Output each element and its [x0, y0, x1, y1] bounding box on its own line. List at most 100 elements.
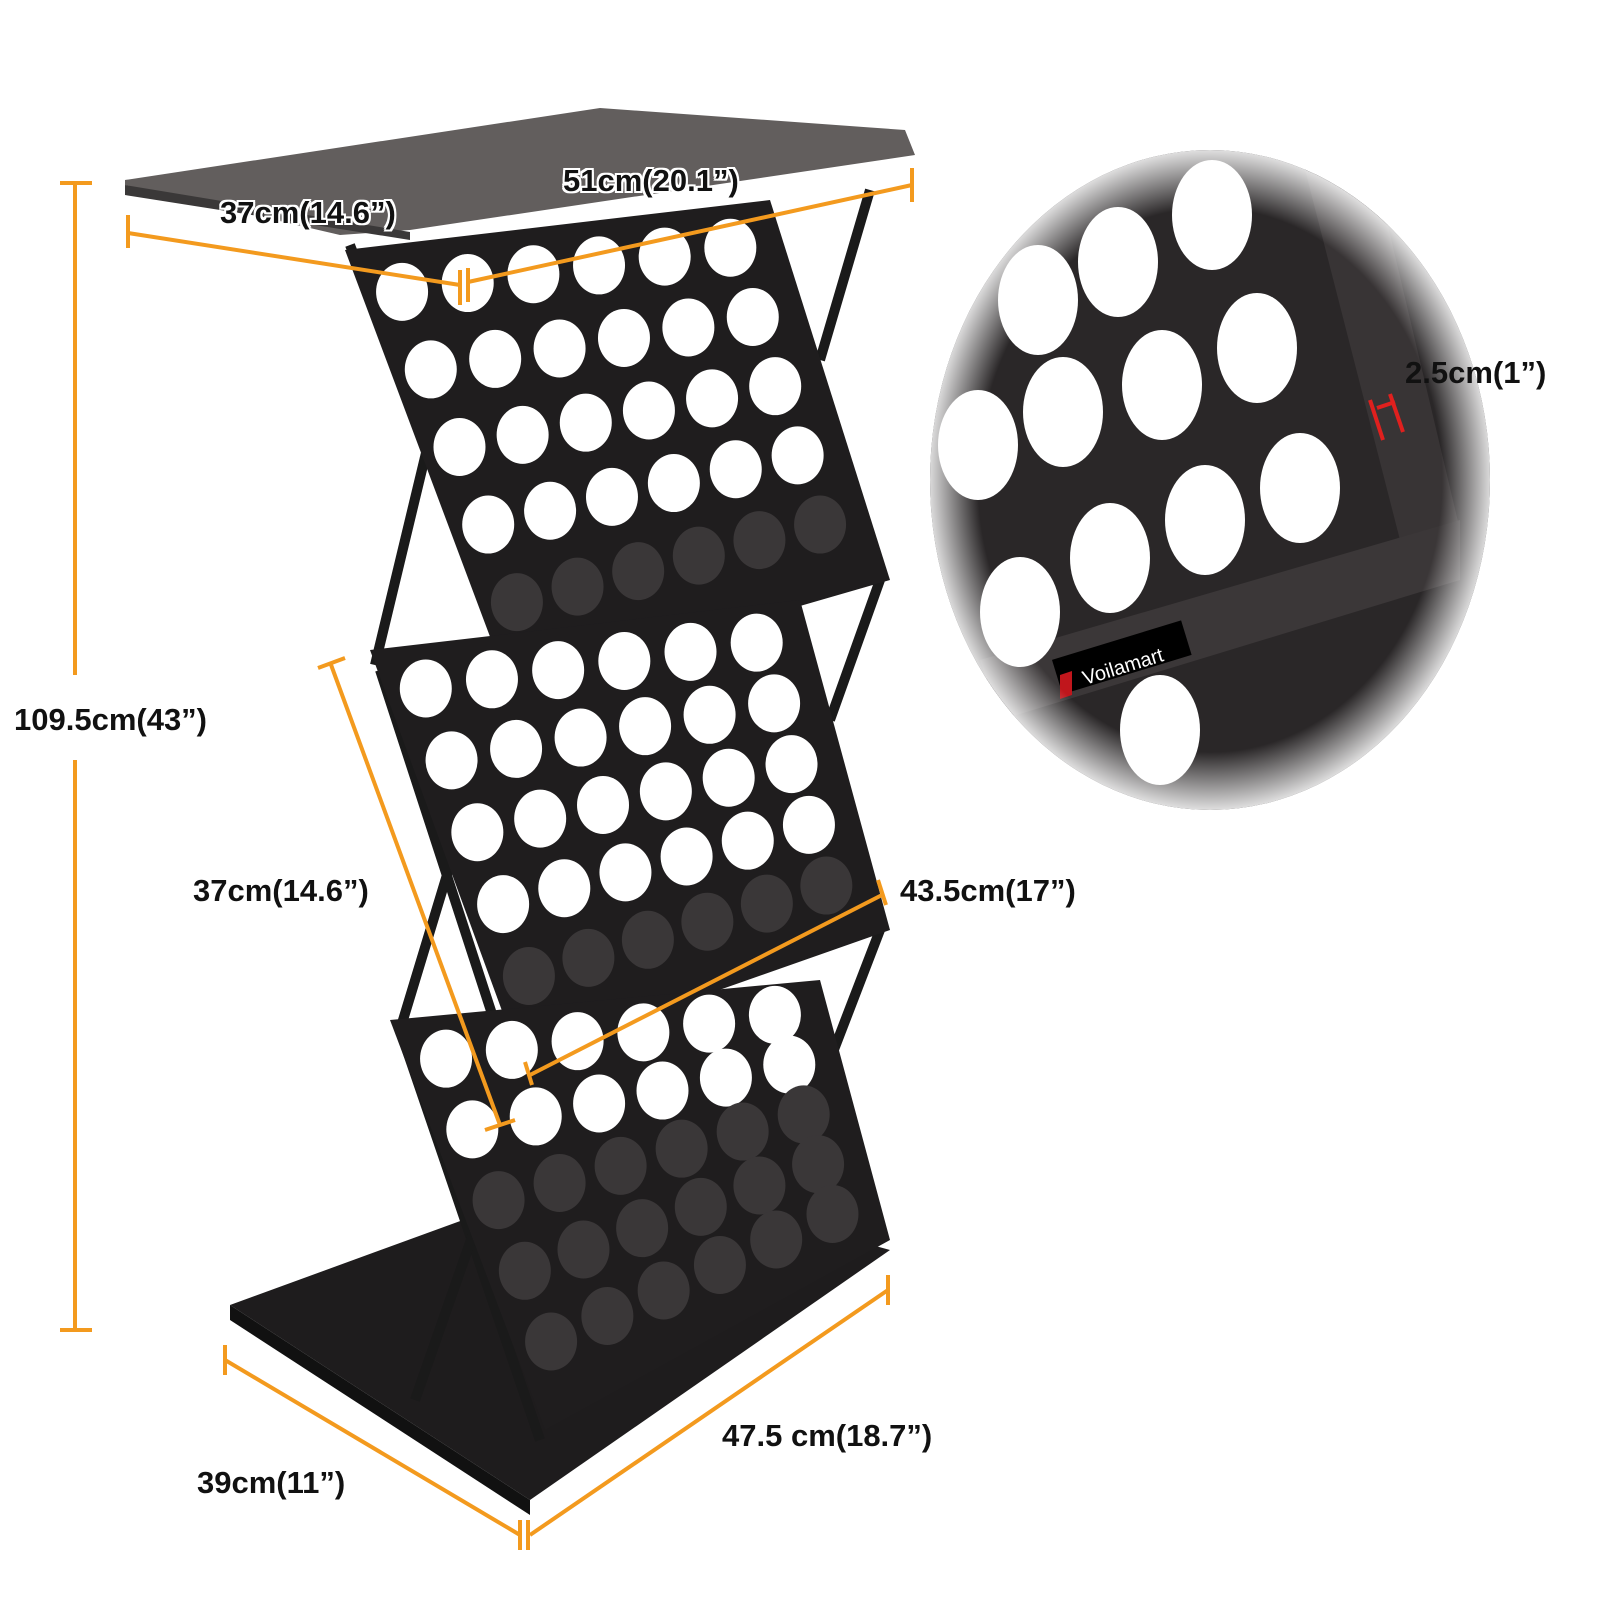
panel-hole: [509, 1087, 562, 1146]
panel-hole: [490, 719, 543, 778]
panel-hole: [704, 218, 757, 277]
panel-hole: [525, 1312, 578, 1371]
panel-hole: [721, 811, 774, 870]
panel-hole: [655, 1119, 708, 1178]
panel-hole: [693, 1235, 746, 1294]
detail-zoom-view: Voilamart: [930, 150, 1490, 810]
panel-hole: [782, 795, 835, 854]
panel-hole: [681, 892, 734, 951]
panel-hole: [598, 631, 651, 690]
panel-hole: [636, 1061, 689, 1120]
table-top: [125, 108, 915, 235]
panel-hole: [420, 1029, 473, 1088]
panel-hole: [639, 762, 692, 821]
frame-thickness-label: 2.5cm(1”): [1405, 355, 1547, 390]
panel-hole: [686, 369, 739, 428]
panel-hole: [573, 236, 626, 295]
panel-hole: [490, 573, 543, 632]
panel-hole: [585, 467, 638, 526]
panel-hole: [532, 641, 585, 700]
panel-hole: [451, 803, 504, 862]
panel-hole: [792, 1135, 845, 1194]
panel-hole: [465, 650, 518, 709]
panel-hole: [664, 622, 717, 681]
panel-hole: [433, 417, 486, 476]
base-width-label: 47.5 cm(18.7”): [722, 1418, 933, 1453]
panel-hole: [577, 775, 630, 834]
panel-hole: [683, 685, 736, 744]
shelf-depth-label: 37cm(14.6”): [193, 873, 369, 908]
panel-hole: [524, 481, 577, 540]
panel-hole: [750, 1210, 803, 1269]
panel-hole: [599, 843, 652, 902]
panel-hole: [404, 340, 457, 399]
panel-hole: [763, 1035, 816, 1094]
panel-hole: [662, 298, 715, 357]
panel-hole: [699, 1048, 752, 1107]
panel-hole: [806, 1184, 859, 1243]
panel-hole: [765, 735, 818, 794]
panel-hole: [399, 659, 452, 718]
panel-hole: [498, 1241, 551, 1300]
panel-hole: [748, 674, 801, 733]
panel-hole: [562, 928, 615, 987]
panel-hole: [771, 426, 824, 485]
panel-hole: [597, 308, 650, 367]
panel-hole: [702, 748, 755, 807]
panel-hole: [794, 495, 847, 554]
panel-hole: [616, 1199, 669, 1258]
panel-hole: [777, 1085, 830, 1144]
panel-hole: [557, 1220, 610, 1279]
literature-panels: [345, 200, 890, 1430]
panel-hole: [733, 511, 786, 570]
panel-hole: [581, 1286, 634, 1345]
panel-hole: [514, 789, 567, 848]
total-height-label: 109.5cm(43”): [14, 702, 208, 737]
base-depth-label: 39cm(11”): [197, 1465, 346, 1500]
panel-hole: [674, 1177, 727, 1236]
panel-hole: [740, 874, 793, 933]
shelf-width-label: 43.5cm(17”): [900, 873, 1076, 908]
panel-hole: [507, 245, 560, 304]
panel-hole: [660, 827, 713, 886]
top-depth-label: 37cm(14.6”): [220, 195, 396, 230]
thickness-marker: [1368, 393, 1405, 441]
panel-hole: [533, 1153, 586, 1212]
panel-hole: [554, 708, 607, 767]
panel-hole: [538, 859, 591, 918]
panel-hole: [485, 1020, 538, 1079]
panel-hole: [617, 1003, 670, 1062]
panel-hole: [619, 697, 672, 756]
panel-hole: [469, 329, 522, 388]
panel-hole: [594, 1136, 647, 1195]
panel-hole: [749, 357, 802, 416]
panel-hole: [446, 1100, 499, 1159]
panel-hole: [622, 381, 675, 440]
panel-hole: [612, 542, 665, 601]
panel-hole: [559, 393, 612, 452]
panel-hole: [477, 875, 530, 934]
panel-hole: [621, 910, 674, 969]
panel-hole: [502, 946, 555, 1005]
panel-hole: [496, 405, 549, 464]
panel-hole: [647, 454, 700, 513]
panel-hole: [533, 319, 586, 378]
panel-hole: [637, 1261, 690, 1320]
panel-hole: [733, 1156, 786, 1215]
panel-hole: [551, 557, 604, 616]
panel-hole: [573, 1074, 626, 1133]
panel-hole: [716, 1102, 769, 1161]
panel-hole: [709, 440, 762, 499]
panel-hole: [462, 495, 515, 554]
panel-hole: [800, 856, 853, 915]
dimension-lines: [60, 168, 914, 1550]
panel-hole: [683, 994, 736, 1053]
panel-hole: [748, 985, 801, 1044]
panel-hole: [672, 526, 725, 585]
panel-hole: [730, 613, 783, 672]
panel-hole: [425, 731, 478, 790]
panel-hole: [472, 1171, 525, 1230]
panel-hole: [726, 287, 779, 346]
